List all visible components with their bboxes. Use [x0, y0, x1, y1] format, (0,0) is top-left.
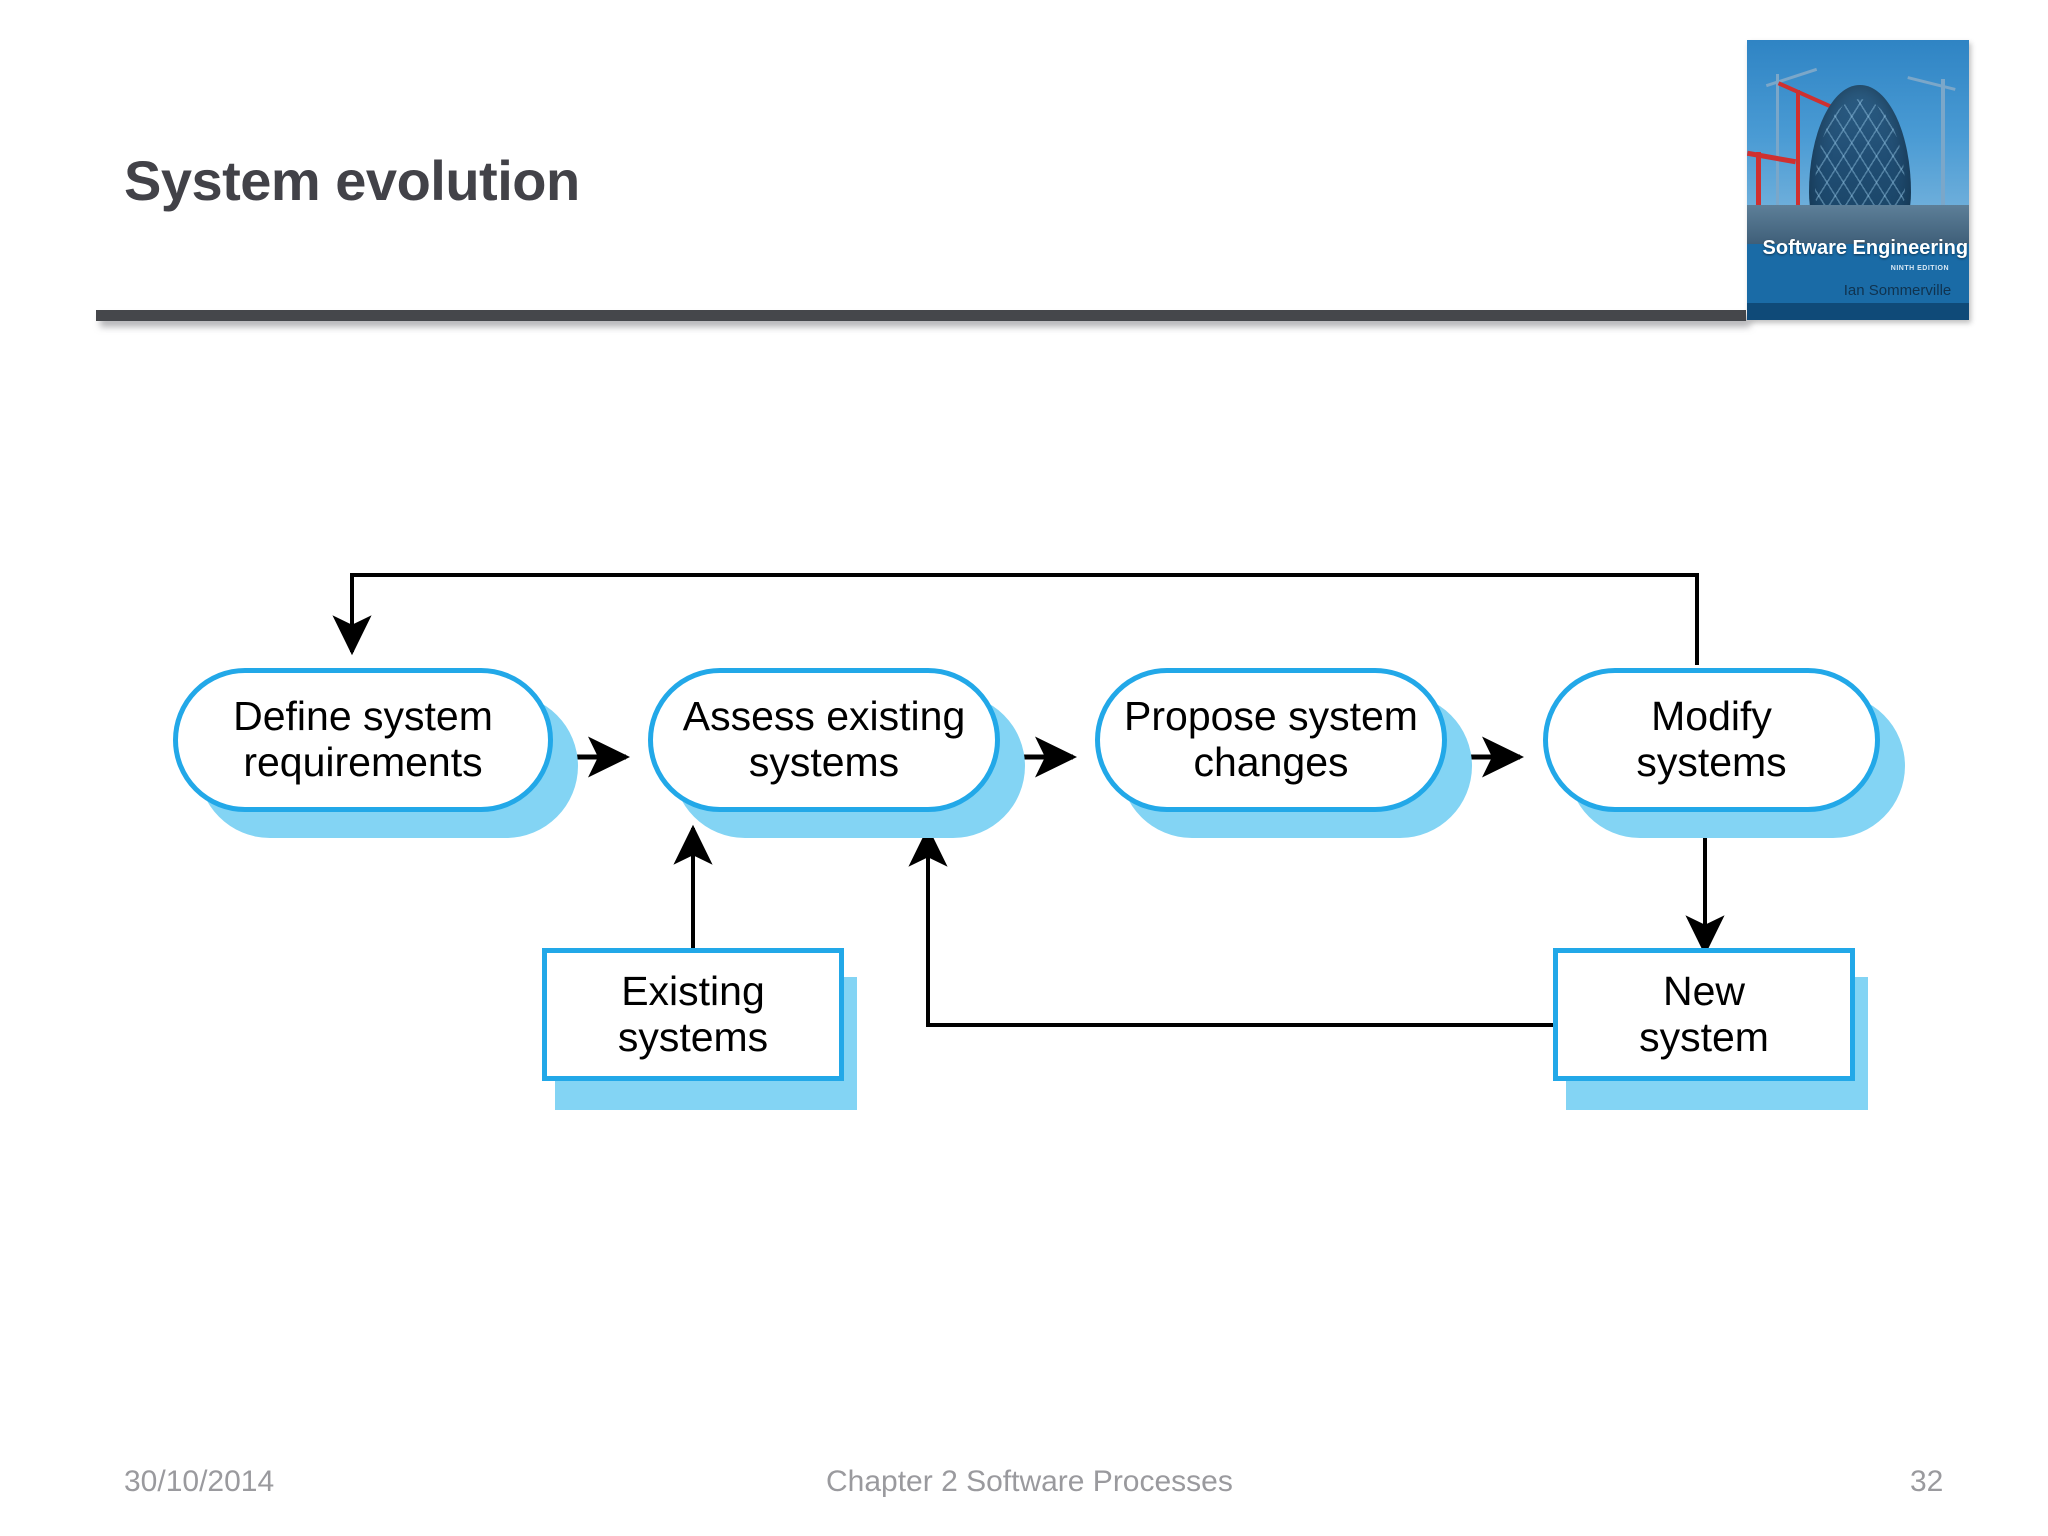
node-existing-systems[interactable]: Existing systems: [542, 948, 844, 1081]
node-propose-system-changes[interactable]: Propose system changes: [1095, 668, 1447, 812]
node-new-system[interactable]: New system: [1553, 948, 1855, 1081]
book-cover-bottom-band: [1747, 303, 1969, 320]
book-title: Software Engineering: [1762, 236, 1969, 259]
book-author: Ian Sommerville: [1843, 282, 1952, 299]
node-modify-line1: Modify: [1651, 693, 1772, 740]
node-assess-line2: systems: [748, 739, 900, 785]
node-modify-line2: systems: [1636, 739, 1787, 785]
edge-new-to-assess: [908, 826, 1555, 1027]
book-cover-image: Software Engineering NINTH EDITION Ian S…: [1747, 40, 1969, 320]
node-modify-systems[interactable]: Modify systems: [1543, 668, 1880, 812]
crane-blue-right: [1940, 79, 1945, 248]
crane-red-lower: [1755, 152, 1761, 248]
node-existing-line1: Existing: [621, 967, 765, 1014]
node-new-line1: New: [1662, 967, 1745, 1014]
footer-page-number: 32: [1910, 1465, 1944, 1498]
node-define-system-requirements[interactable]: Define system requirements: [173, 668, 553, 812]
node-assess-existing-systems[interactable]: Assess existing systems: [648, 668, 1000, 812]
node-propose-line2: changes: [1193, 739, 1349, 785]
footer-chapter: Chapter 2 Software Processes: [826, 1465, 1233, 1498]
edge-modify-to-define: [332, 573, 1699, 665]
book-edition: NINTH EDITION: [1890, 265, 1950, 273]
footer-date: 30/10/2014: [124, 1465, 275, 1498]
page-title: System evolution: [124, 149, 580, 212]
node-existing-line2: systems: [617, 1013, 769, 1060]
construction-site-base: [1747, 205, 1969, 245]
node-new-line2: system: [1639, 1013, 1769, 1060]
title-divider: [96, 310, 1746, 321]
node-define-line2: requirements: [243, 739, 483, 785]
crane-red-left: [1795, 90, 1800, 248]
node-propose-line1: Propose system: [1124, 693, 1418, 740]
node-define-line1: Define system: [233, 693, 493, 740]
node-assess-line1: Assess existing: [682, 693, 966, 740]
